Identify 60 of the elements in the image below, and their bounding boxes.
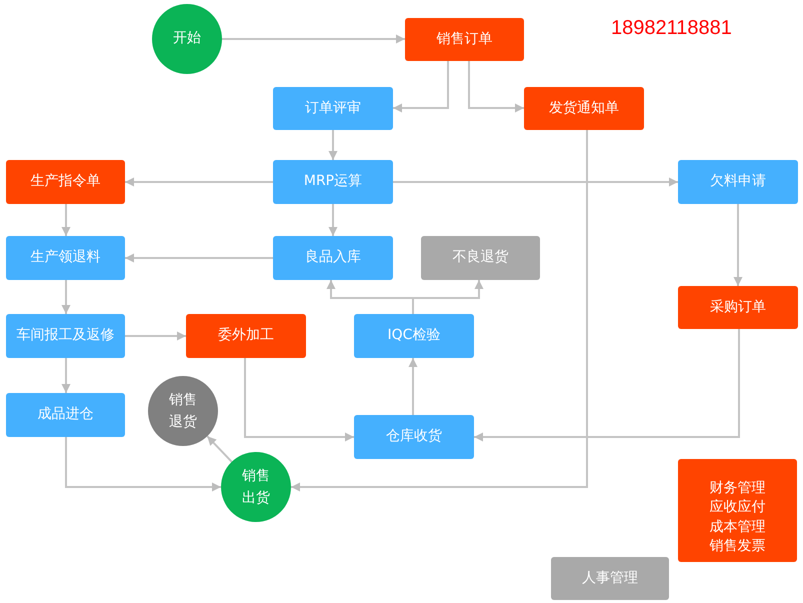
arrow [125,178,273,186]
process-box [6,314,125,358]
process-box [678,459,797,562]
box-label: 生产指令单 [30,172,100,192]
box-label: 欠料申请 [710,172,766,192]
arrow [222,34,405,44]
box-label: MRP运算 [304,172,362,192]
phone-number: 18982118881 [611,17,732,39]
process-box [6,393,125,437]
arrow [206,436,232,462]
arrow [474,329,740,442]
process-box [186,314,306,358]
process-box [6,236,125,280]
process-box [551,557,669,600]
circle-label: 开始 [173,29,201,48]
arrow [328,204,338,236]
process-box [678,286,798,329]
arrow [393,61,449,112]
box-label: 采购订单 [710,298,766,317]
box-label: 成品进仓 [38,405,94,424]
arrow [125,254,273,262]
process-box [273,236,393,280]
process-box [273,87,393,130]
arrow [65,437,221,492]
arrow [62,358,70,393]
process-box [421,236,540,280]
box-label: 仓库收货 [386,427,442,446]
box-label: 良品入库 [305,248,361,268]
box-label: 委外加工 [218,326,274,346]
arrow [244,358,354,442]
box-label: 不良退货 [452,248,508,268]
box-label: 销售发票 [710,537,766,556]
box-label: 订单评审 [305,98,361,118]
box-label: 财务管理 [710,478,766,498]
box-label: 成本管理 [710,518,766,536]
process-box [6,160,125,204]
process-box [524,87,644,130]
circle-label: 销售出货 [242,467,270,508]
arrow [408,358,418,415]
circle-label: 销售退货 [169,391,197,432]
process-box [405,18,524,61]
process-box [273,160,393,204]
box-label: IQC检验 [388,326,440,346]
process-box [678,160,798,204]
arrow [328,130,338,160]
arrow [291,130,588,492]
box-label: 应收应付 [710,498,766,517]
box-label: 发货通知单 [549,98,619,118]
arrow [125,332,186,340]
arrow [734,204,742,286]
arrow [62,280,70,314]
process-box [354,415,474,459]
box-label: 人事管理 [582,568,638,588]
box-label: 生产领退料 [30,248,100,268]
box-label: 车间报工及返修 [16,326,114,346]
box-label: 销售订单 [436,30,492,49]
arrow [393,178,678,186]
arrow [468,61,524,112]
process-box [354,314,474,358]
arrow [62,204,70,236]
